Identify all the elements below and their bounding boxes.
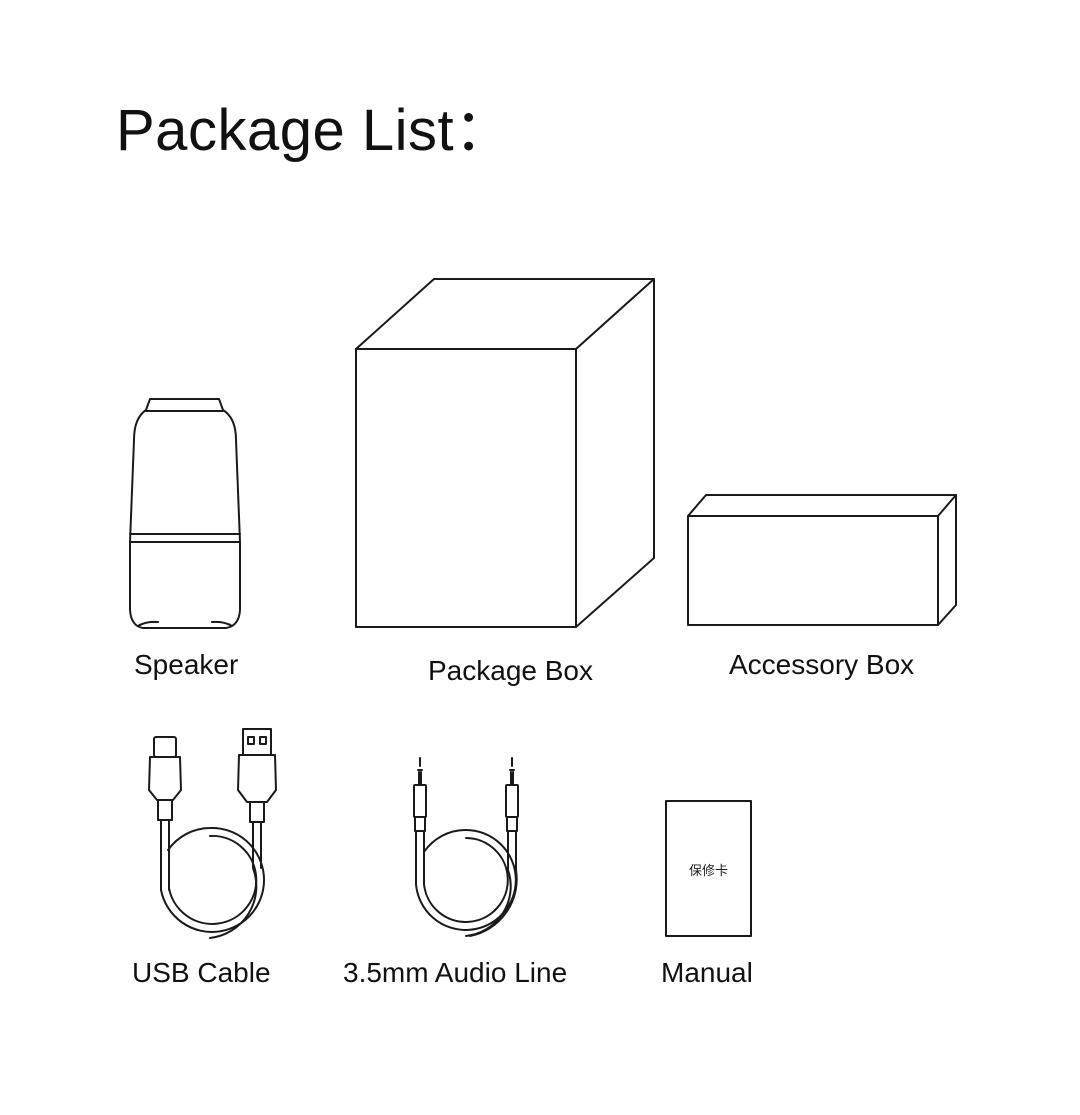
usb-cable-icon xyxy=(148,728,277,939)
page-title: Package List： xyxy=(116,96,513,166)
label-manual: Manual xyxy=(661,957,753,988)
page-title-colon: ： xyxy=(454,98,513,163)
label-speaker: Speaker xyxy=(134,649,239,680)
speaker-icon xyxy=(129,398,241,629)
label-audio-line: 3.5mm Audio Line xyxy=(343,957,568,988)
audio-cable-icon xyxy=(413,757,519,937)
label-package-box: Package Box xyxy=(428,655,593,686)
card-text: 保修卡 xyxy=(689,864,728,879)
package-box-icon xyxy=(355,278,655,628)
page-title-text: Package List xyxy=(116,98,455,163)
label-accessory-box: Accessory Box xyxy=(729,649,915,680)
card-icon: 保修卡 xyxy=(665,800,752,937)
label-usb-cable: USB Cable xyxy=(132,957,271,988)
accessory-box-icon xyxy=(687,494,957,626)
